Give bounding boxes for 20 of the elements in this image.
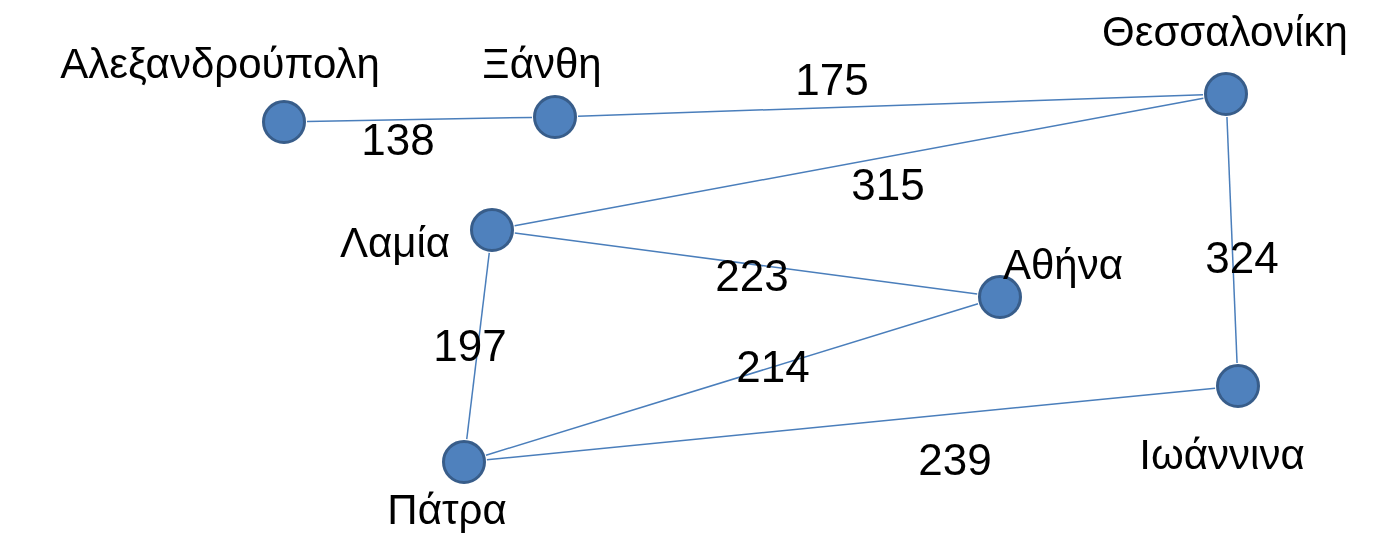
connector-line	[577, 94, 1204, 117]
edge-label: 239	[918, 438, 992, 482]
connector-line	[485, 303, 979, 456]
connector-line	[466, 252, 490, 440]
connector-line	[486, 387, 1216, 461]
city-label: Αθήνα	[1003, 244, 1123, 286]
connector-line	[306, 116, 533, 123]
edge-label: 175	[795, 58, 869, 102]
city-label: Ιωάννινα	[1139, 434, 1305, 476]
city-label: Λαμία	[339, 222, 451, 264]
city-label: Θεσσαλονίκη	[1102, 11, 1348, 53]
edge-label: 315	[851, 163, 925, 207]
connector-line	[1226, 116, 1238, 364]
connector-line	[514, 232, 978, 295]
city-label: Ξάνθη	[482, 43, 602, 85]
edge-label: 138	[361, 118, 435, 162]
connector-line	[513, 97, 1205, 227]
edge-label: 223	[715, 254, 789, 298]
city-label: Αλεξανδρούπολη	[60, 43, 380, 85]
city-label: Πάτρα	[387, 489, 507, 531]
